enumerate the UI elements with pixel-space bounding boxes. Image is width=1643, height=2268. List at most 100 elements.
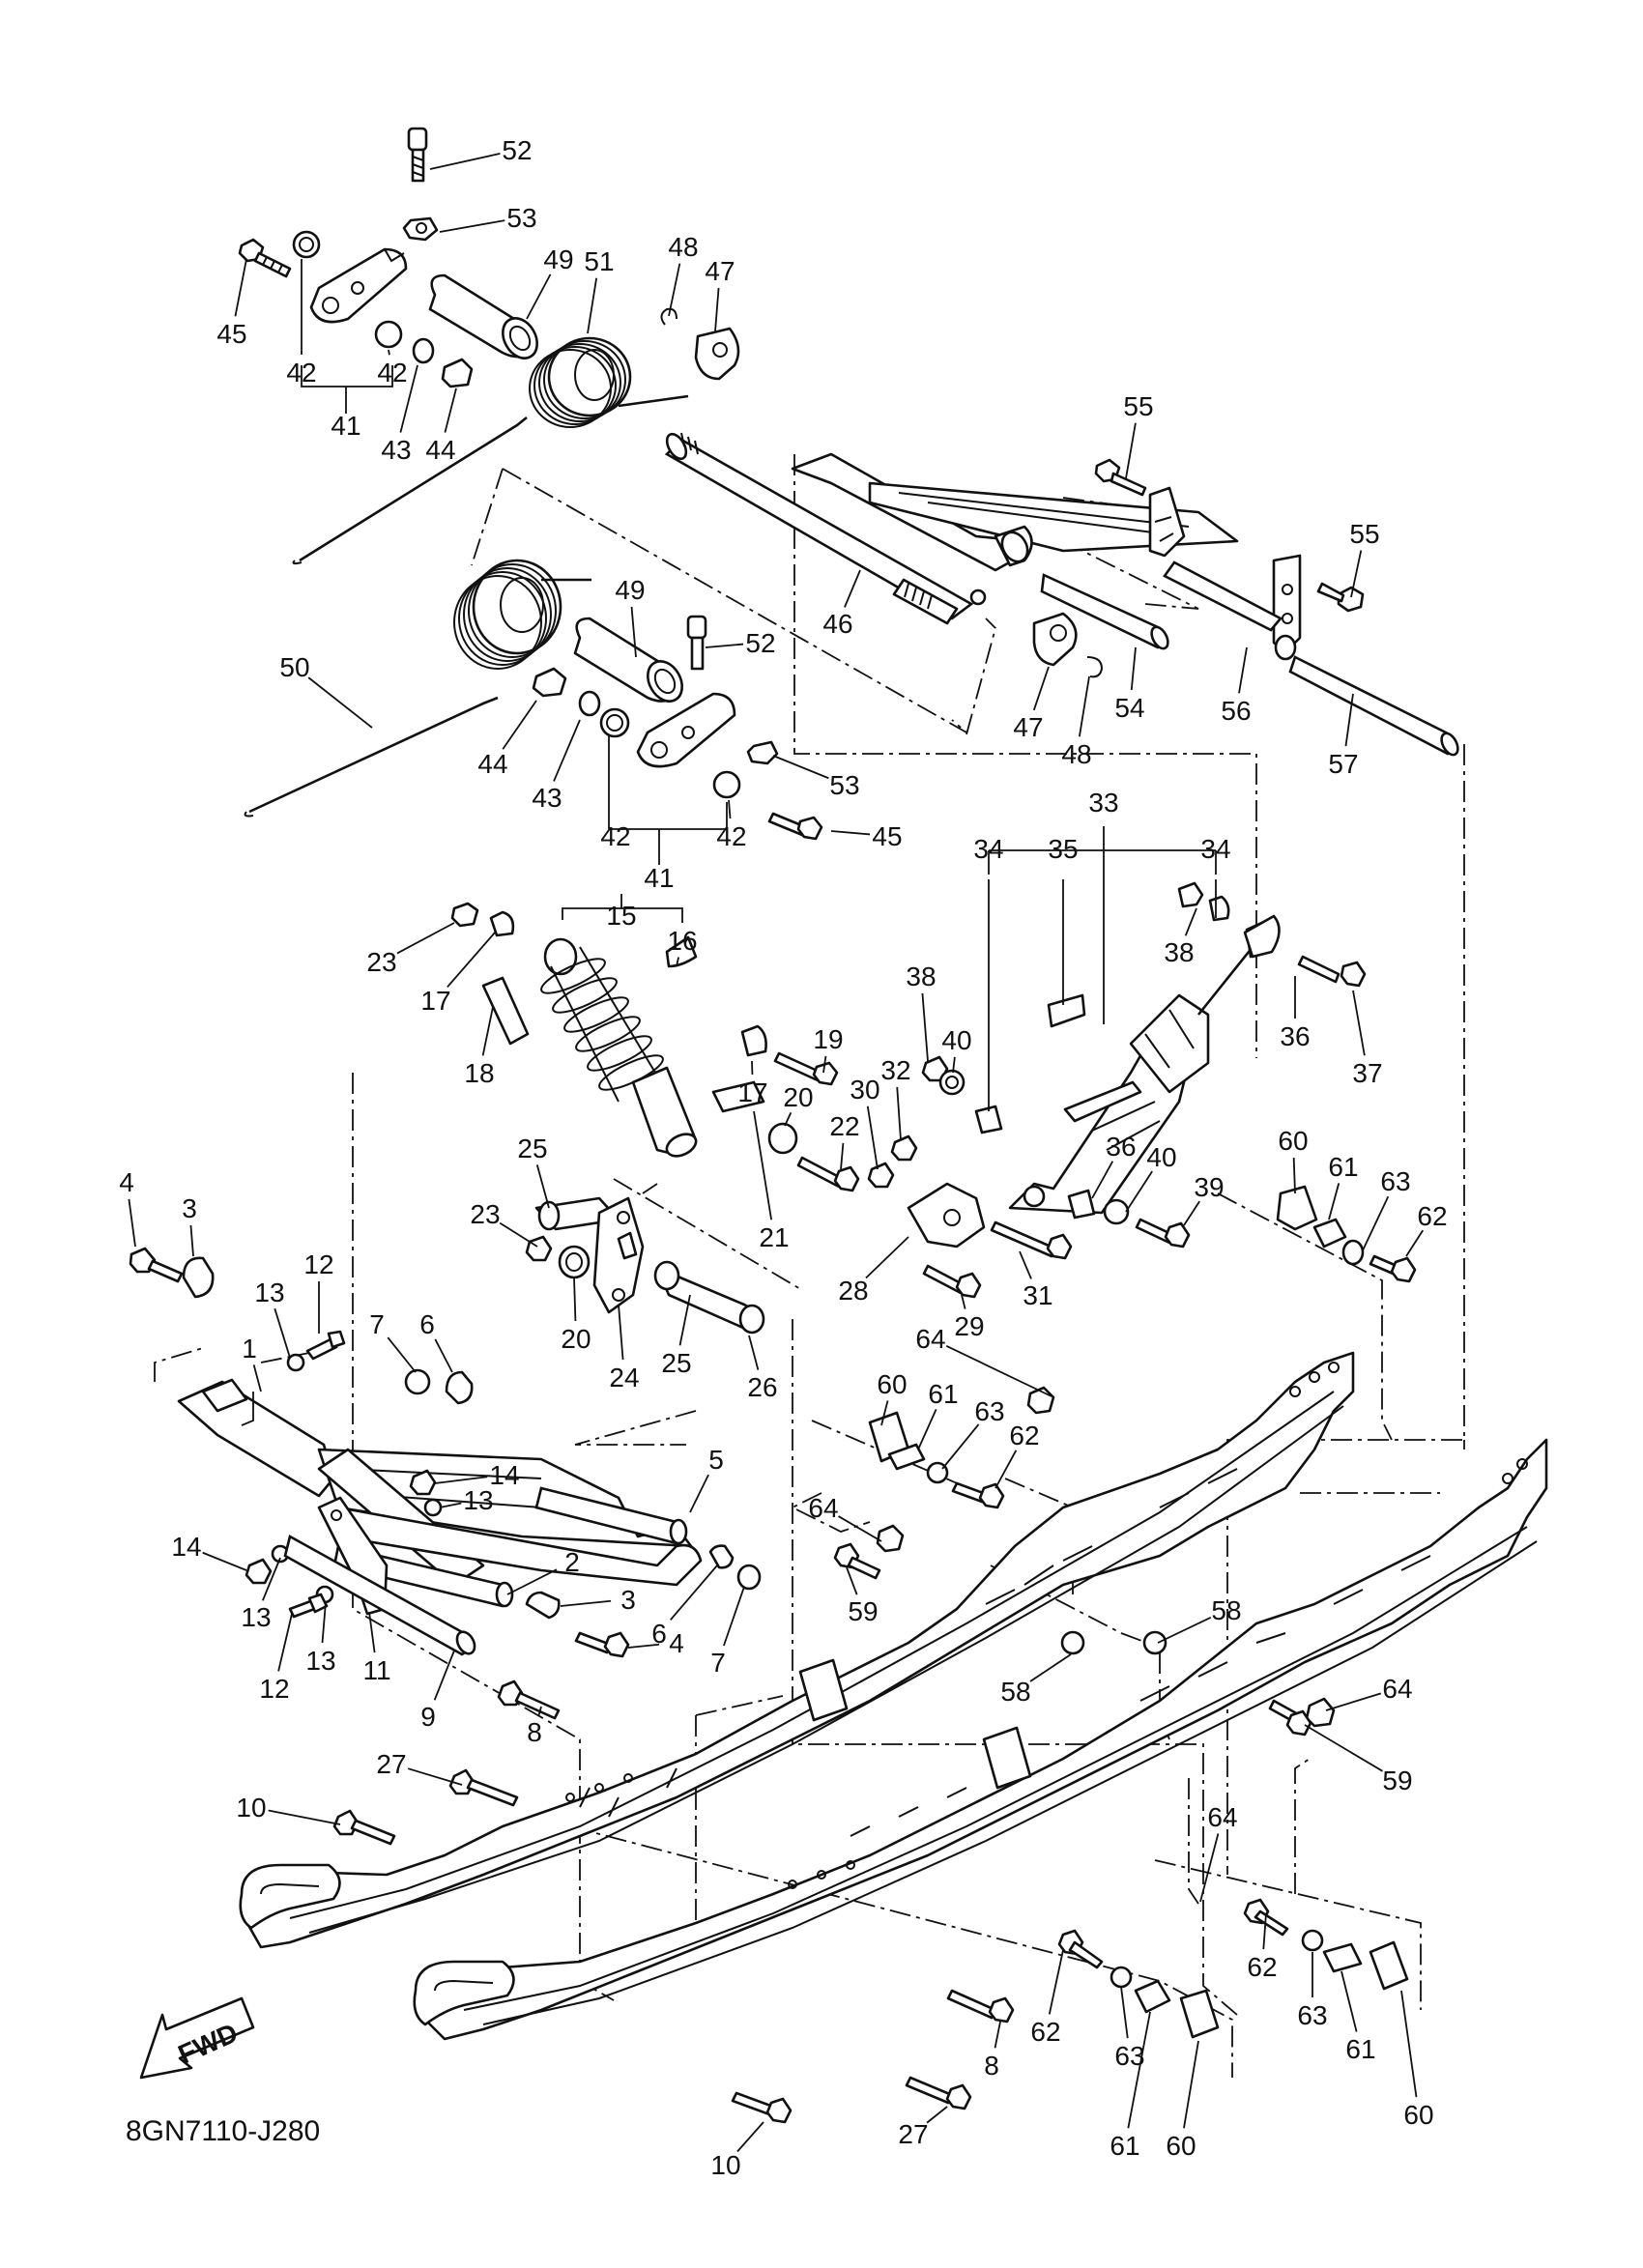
arm-bracket-41-upper	[309, 247, 408, 324]
callout-label: 49	[615, 575, 645, 605]
callout-label: 41	[644, 863, 674, 893]
callout-label: 49	[543, 244, 573, 274]
group-bracket	[608, 734, 728, 865]
callout-label: 52	[745, 628, 775, 658]
callout-label: 60	[877, 1369, 907, 1399]
callout-label: 54	[1114, 693, 1144, 723]
plate-47-upper	[694, 327, 740, 381]
callout-label: 4	[119, 1167, 134, 1197]
callout-label: 26	[747, 1372, 777, 1402]
callout-leader	[481, 1006, 494, 1056]
callout-leader	[748, 1335, 760, 1370]
callout-label: 10	[236, 1793, 266, 1823]
callout-label: 36	[1106, 1132, 1136, 1162]
callout-label: 55	[1123, 391, 1153, 421]
group-bracket	[988, 826, 1217, 875]
callout-label: 50	[279, 652, 309, 682]
group-bracket	[301, 365, 393, 414]
callout-label: 13	[463, 1485, 493, 1515]
bracket-55	[1148, 486, 1186, 558]
callout-leader	[1091, 1161, 1114, 1199]
callout-label: 30	[850, 1075, 879, 1105]
upper-spring-arm-group	[238, 127, 740, 565]
rod-57	[1288, 655, 1456, 756]
callout-label: 46	[822, 609, 852, 639]
callout-leader	[439, 1502, 462, 1508]
callout-leader	[714, 287, 720, 332]
callout-leader	[1127, 2011, 1151, 2129]
callout-label: 38	[906, 962, 936, 991]
callout-label: 2	[564, 1547, 580, 1577]
callout-leader	[1183, 2040, 1199, 2129]
callout-leader	[407, 1767, 463, 1786]
callout-leader	[1157, 1616, 1212, 1644]
bolt-55-a	[1094, 458, 1147, 497]
callout-leader	[1304, 1724, 1383, 1772]
callout-label: 48	[668, 232, 698, 262]
callout-leader	[627, 1643, 660, 1649]
callout-leader	[728, 799, 732, 819]
callout-label: 34	[973, 834, 1003, 864]
callout-leader	[439, 219, 505, 233]
callout-leader	[1029, 1653, 1072, 1682]
callout-leader	[1120, 1986, 1129, 2039]
callout-label: 44	[425, 435, 455, 465]
callout-leader	[307, 676, 373, 729]
rear-shock-absorber-group	[867, 881, 1367, 1299]
callout-label: 11	[362, 1655, 390, 1685]
callout-label: 59	[848, 1596, 878, 1626]
callout-label: 60	[1166, 2131, 1196, 2161]
callout-leader	[268, 1809, 341, 1825]
upper-slide-rail	[239, 1351, 1355, 1949]
right-stopper-group	[1276, 1185, 1417, 1283]
mid-stopper-group	[833, 1386, 1336, 1737]
callout-label: 13	[305, 1646, 335, 1676]
callout-leader	[994, 1450, 1018, 1489]
callout-leader	[1352, 990, 1366, 1056]
callout-label: 8	[984, 2051, 999, 2081]
bolt-55-b	[1316, 582, 1365, 613]
callout-label: 13	[241, 1602, 271, 1632]
callout-leader	[434, 1476, 488, 1484]
callout-label: 8	[527, 1717, 542, 1747]
callout-leader	[1328, 1183, 1340, 1220]
callout-leader	[830, 830, 871, 836]
callout-label: 51	[584, 246, 614, 276]
callout-label: 12	[303, 1249, 333, 1279]
group-bracket	[241, 1392, 254, 1426]
callout-leader	[526, 273, 552, 320]
callout-leader	[1184, 907, 1197, 936]
callout-label: 61	[928, 1379, 958, 1409]
callout-label: 14	[489, 1460, 519, 1490]
callout-leader	[676, 957, 679, 967]
callout-leader	[261, 1557, 281, 1601]
callout-leader	[535, 1164, 550, 1209]
callout-label: 58	[1000, 1677, 1030, 1707]
callout-label: 10	[710, 2150, 740, 2180]
callout-label: 7	[369, 1309, 385, 1339]
callout-leader	[506, 1568, 558, 1595]
callout-label: 23	[470, 1199, 500, 1229]
callout-leader	[399, 364, 418, 433]
callout-label: 62	[1247, 1952, 1277, 1982]
callout-leader	[994, 2021, 1001, 2049]
callout-leader	[1125, 1170, 1153, 1213]
callout-label: 35	[1048, 834, 1078, 864]
callout-label: 42	[377, 358, 407, 388]
callout-leader	[941, 1423, 980, 1470]
callout-leader	[502, 700, 537, 750]
callout-label: 62	[1009, 1421, 1039, 1450]
callout-leader	[560, 1599, 612, 1607]
callout-leader	[368, 1611, 376, 1653]
callout-label: 42	[286, 358, 316, 388]
callout-leader	[499, 1221, 538, 1248]
callout-label: 19	[813, 1024, 843, 1054]
callout-label: 40	[941, 1025, 971, 1055]
callout-label: 23	[366, 947, 396, 977]
callout-leader	[1032, 666, 1050, 711]
callout-label: 3	[620, 1585, 636, 1615]
callout-leader	[1340, 1970, 1358, 2032]
callout-leader	[1078, 675, 1090, 737]
